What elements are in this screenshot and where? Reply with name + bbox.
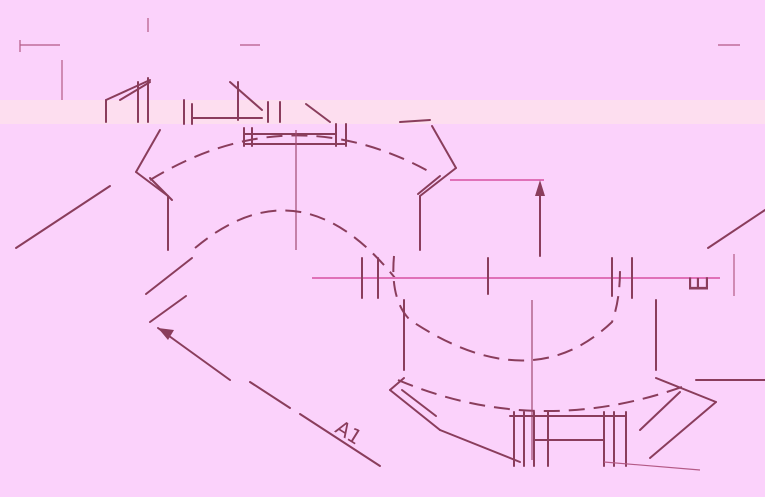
dimension-e: E	[312, 179, 735, 299]
dimension-a1-label: A1	[331, 415, 366, 449]
upper-fitting	[15, 77, 457, 251]
dimension-a1: A1	[149, 295, 381, 467]
top-dimension-marks	[19, 18, 740, 100]
lower-fitting	[389, 209, 765, 471]
middle-hidden-arc	[194, 209, 396, 279]
dimension-e-label: E	[685, 276, 715, 292]
diagonal-edge-a	[145, 257, 193, 295]
highlight-band	[0, 100, 765, 124]
